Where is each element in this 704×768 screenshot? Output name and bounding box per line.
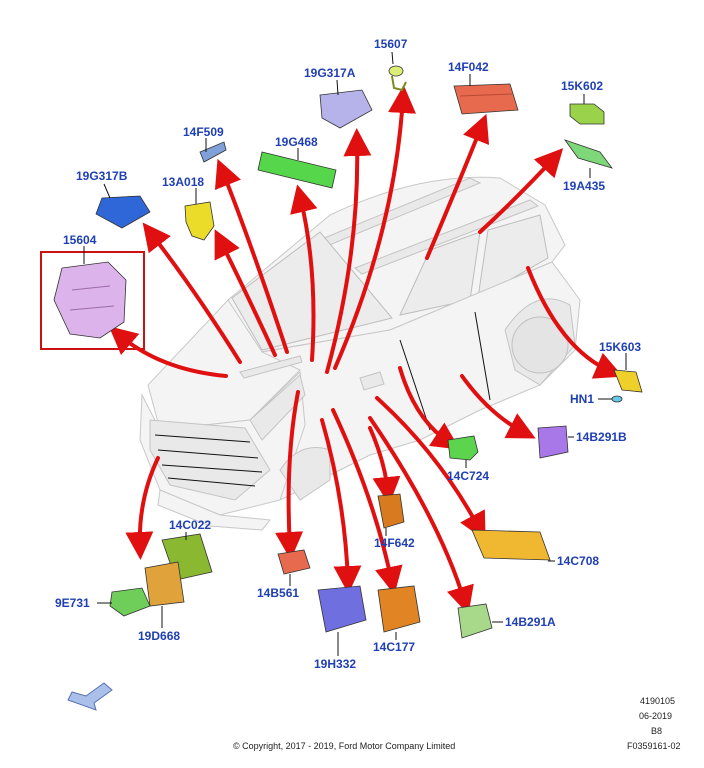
part-14F042 <box>453 83 519 115</box>
label-15K603[interactable]: 15K603 <box>599 340 641 354</box>
part-9E731 <box>109 587 151 617</box>
label-15604[interactable]: 15604 <box>63 233 97 247</box>
leader-lines <box>83 51 627 656</box>
part-14B291B <box>537 425 569 459</box>
label-19A435[interactable]: 19A435 <box>563 179 605 193</box>
label-13A018[interactable]: 13A018 <box>162 175 204 189</box>
date-code: 06-2019 <box>639 711 672 721</box>
part-19G317B <box>95 195 151 229</box>
part-19G468 <box>257 151 337 189</box>
part-14B561 <box>277 549 311 575</box>
label-HN1[interactable]: HN1 <box>570 392 594 406</box>
label-15607[interactable]: 15607 <box>374 37 408 51</box>
part-14C177 <box>377 585 421 633</box>
revision-code: B8 <box>651 726 662 736</box>
part-15607 <box>388 65 407 92</box>
front-direction-arrow <box>67 682 113 711</box>
highlight-box-15604 <box>40 251 145 350</box>
label-9E731[interactable]: 9E731 <box>55 596 90 610</box>
label-14B291A[interactable]: 14B291A <box>505 615 556 629</box>
label-14C022[interactable]: 14C022 <box>169 518 211 532</box>
label-14B291B[interactable]: 14B291B <box>576 430 627 444</box>
label-14C177[interactable]: 14C177 <box>373 640 415 654</box>
label-15K602[interactable]: 15K602 <box>561 79 603 93</box>
part-15K603 <box>613 369 643 393</box>
label-19G317B[interactable]: 19G317B <box>76 169 128 183</box>
label-14B561[interactable]: 14B561 <box>257 586 299 600</box>
part-14C724 <box>447 435 479 461</box>
part-15K602 <box>569 103 605 125</box>
figure-code: F0359161-02 <box>627 741 681 751</box>
vehicle-illustration <box>139 176 581 531</box>
label-14C708[interactable]: 14C708 <box>557 554 599 568</box>
copyright-notice: © Copyright, 2017 - 2019, Ford Motor Com… <box>233 741 455 751</box>
label-19G468[interactable]: 19G468 <box>275 135 318 149</box>
label-19G317A[interactable]: 19G317A <box>304 66 356 80</box>
part-13A018 <box>184 201 215 241</box>
part-19G317A <box>319 89 373 129</box>
part-15604 <box>53 261 127 339</box>
part-14C708 <box>471 529 551 561</box>
label-19H332[interactable]: 19H332 <box>314 657 356 671</box>
part-14B291A <box>457 603 493 639</box>
part-19A435 <box>563 139 614 169</box>
part-14F509 <box>199 141 227 163</box>
label-19D668[interactable]: 19D668 <box>138 629 180 643</box>
pointer-arrows <box>108 85 624 615</box>
part-19D668 <box>144 561 185 607</box>
part-19H332 <box>317 585 367 633</box>
label-14C724[interactable]: 14C724 <box>447 469 489 483</box>
part-14F642 <box>377 493 405 529</box>
label-14F509[interactable]: 14F509 <box>183 125 224 139</box>
label-14F642[interactable]: 14F642 <box>374 536 415 550</box>
part-HN1 <box>611 395 623 403</box>
reference-number: 4190105 <box>640 696 675 706</box>
label-14F042[interactable]: 14F042 <box>448 60 489 74</box>
